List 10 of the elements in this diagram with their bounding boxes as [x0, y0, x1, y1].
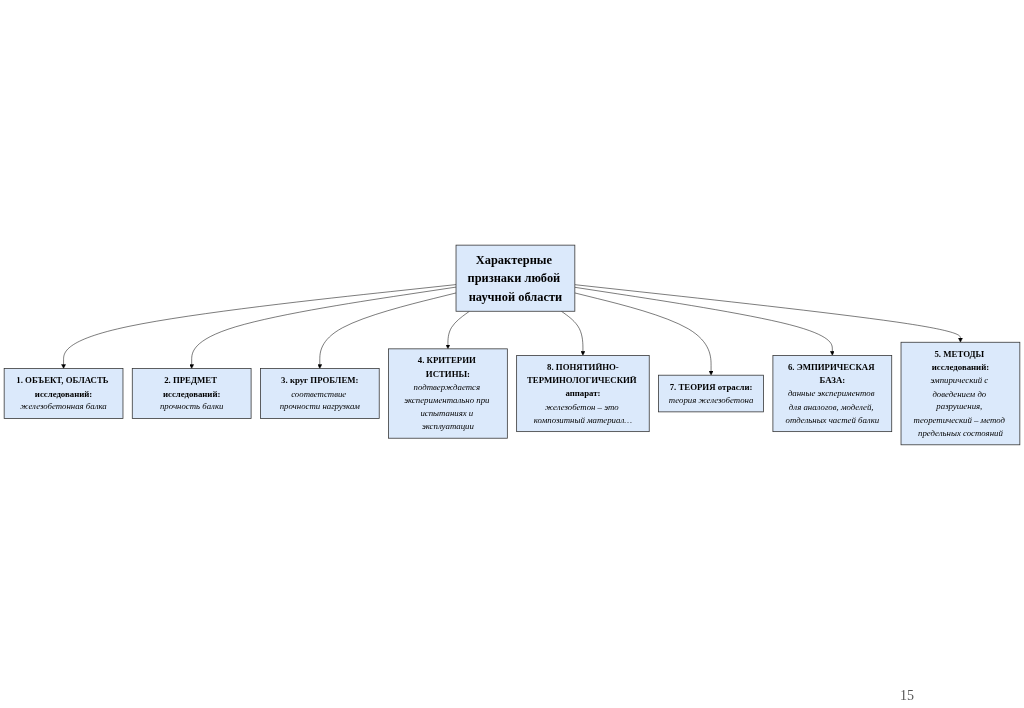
page-number: 15	[900, 688, 914, 703]
node-box: 3. круг ПРОБЛЕМ: соответствие прочности нагрузкам	[260, 368, 380, 419]
node-box: 1. ОБЪЕКТ, ОБЛАСТЬ исследований: железобетонная балка	[3, 368, 124, 419]
node-box: Характерные признаки любой научной области	[455, 244, 576, 312]
node-box: 4. КРИТЕРИИ ИСТИНЫ: подтверждается экспериментально при испытаниях и эксплуатации	[388, 348, 508, 439]
node-box: 8. ПОНЯТИЙНО-ТЕРМИНОЛОГИЧЕСКИЙ аппарат: железобетон – это композитный материал…	[516, 355, 650, 433]
node-box: 5. МЕТОДЫ исследований: эмпирический с доведением до разрушения, теоретический – метод предельных состояний	[900, 341, 1021, 446]
node-box: 7. ТЕОРИЯ отрасли: теория железобетона	[658, 374, 764, 413]
node-box: 2. ПРЕДМЕТ исследований: прочность балки	[131, 368, 252, 419]
node-box: 6. ЭМПИРИЧЕСКАЯ БАЗА: данные экспериментов для аналогов, моделей, отдельных частей балки	[772, 355, 893, 433]
